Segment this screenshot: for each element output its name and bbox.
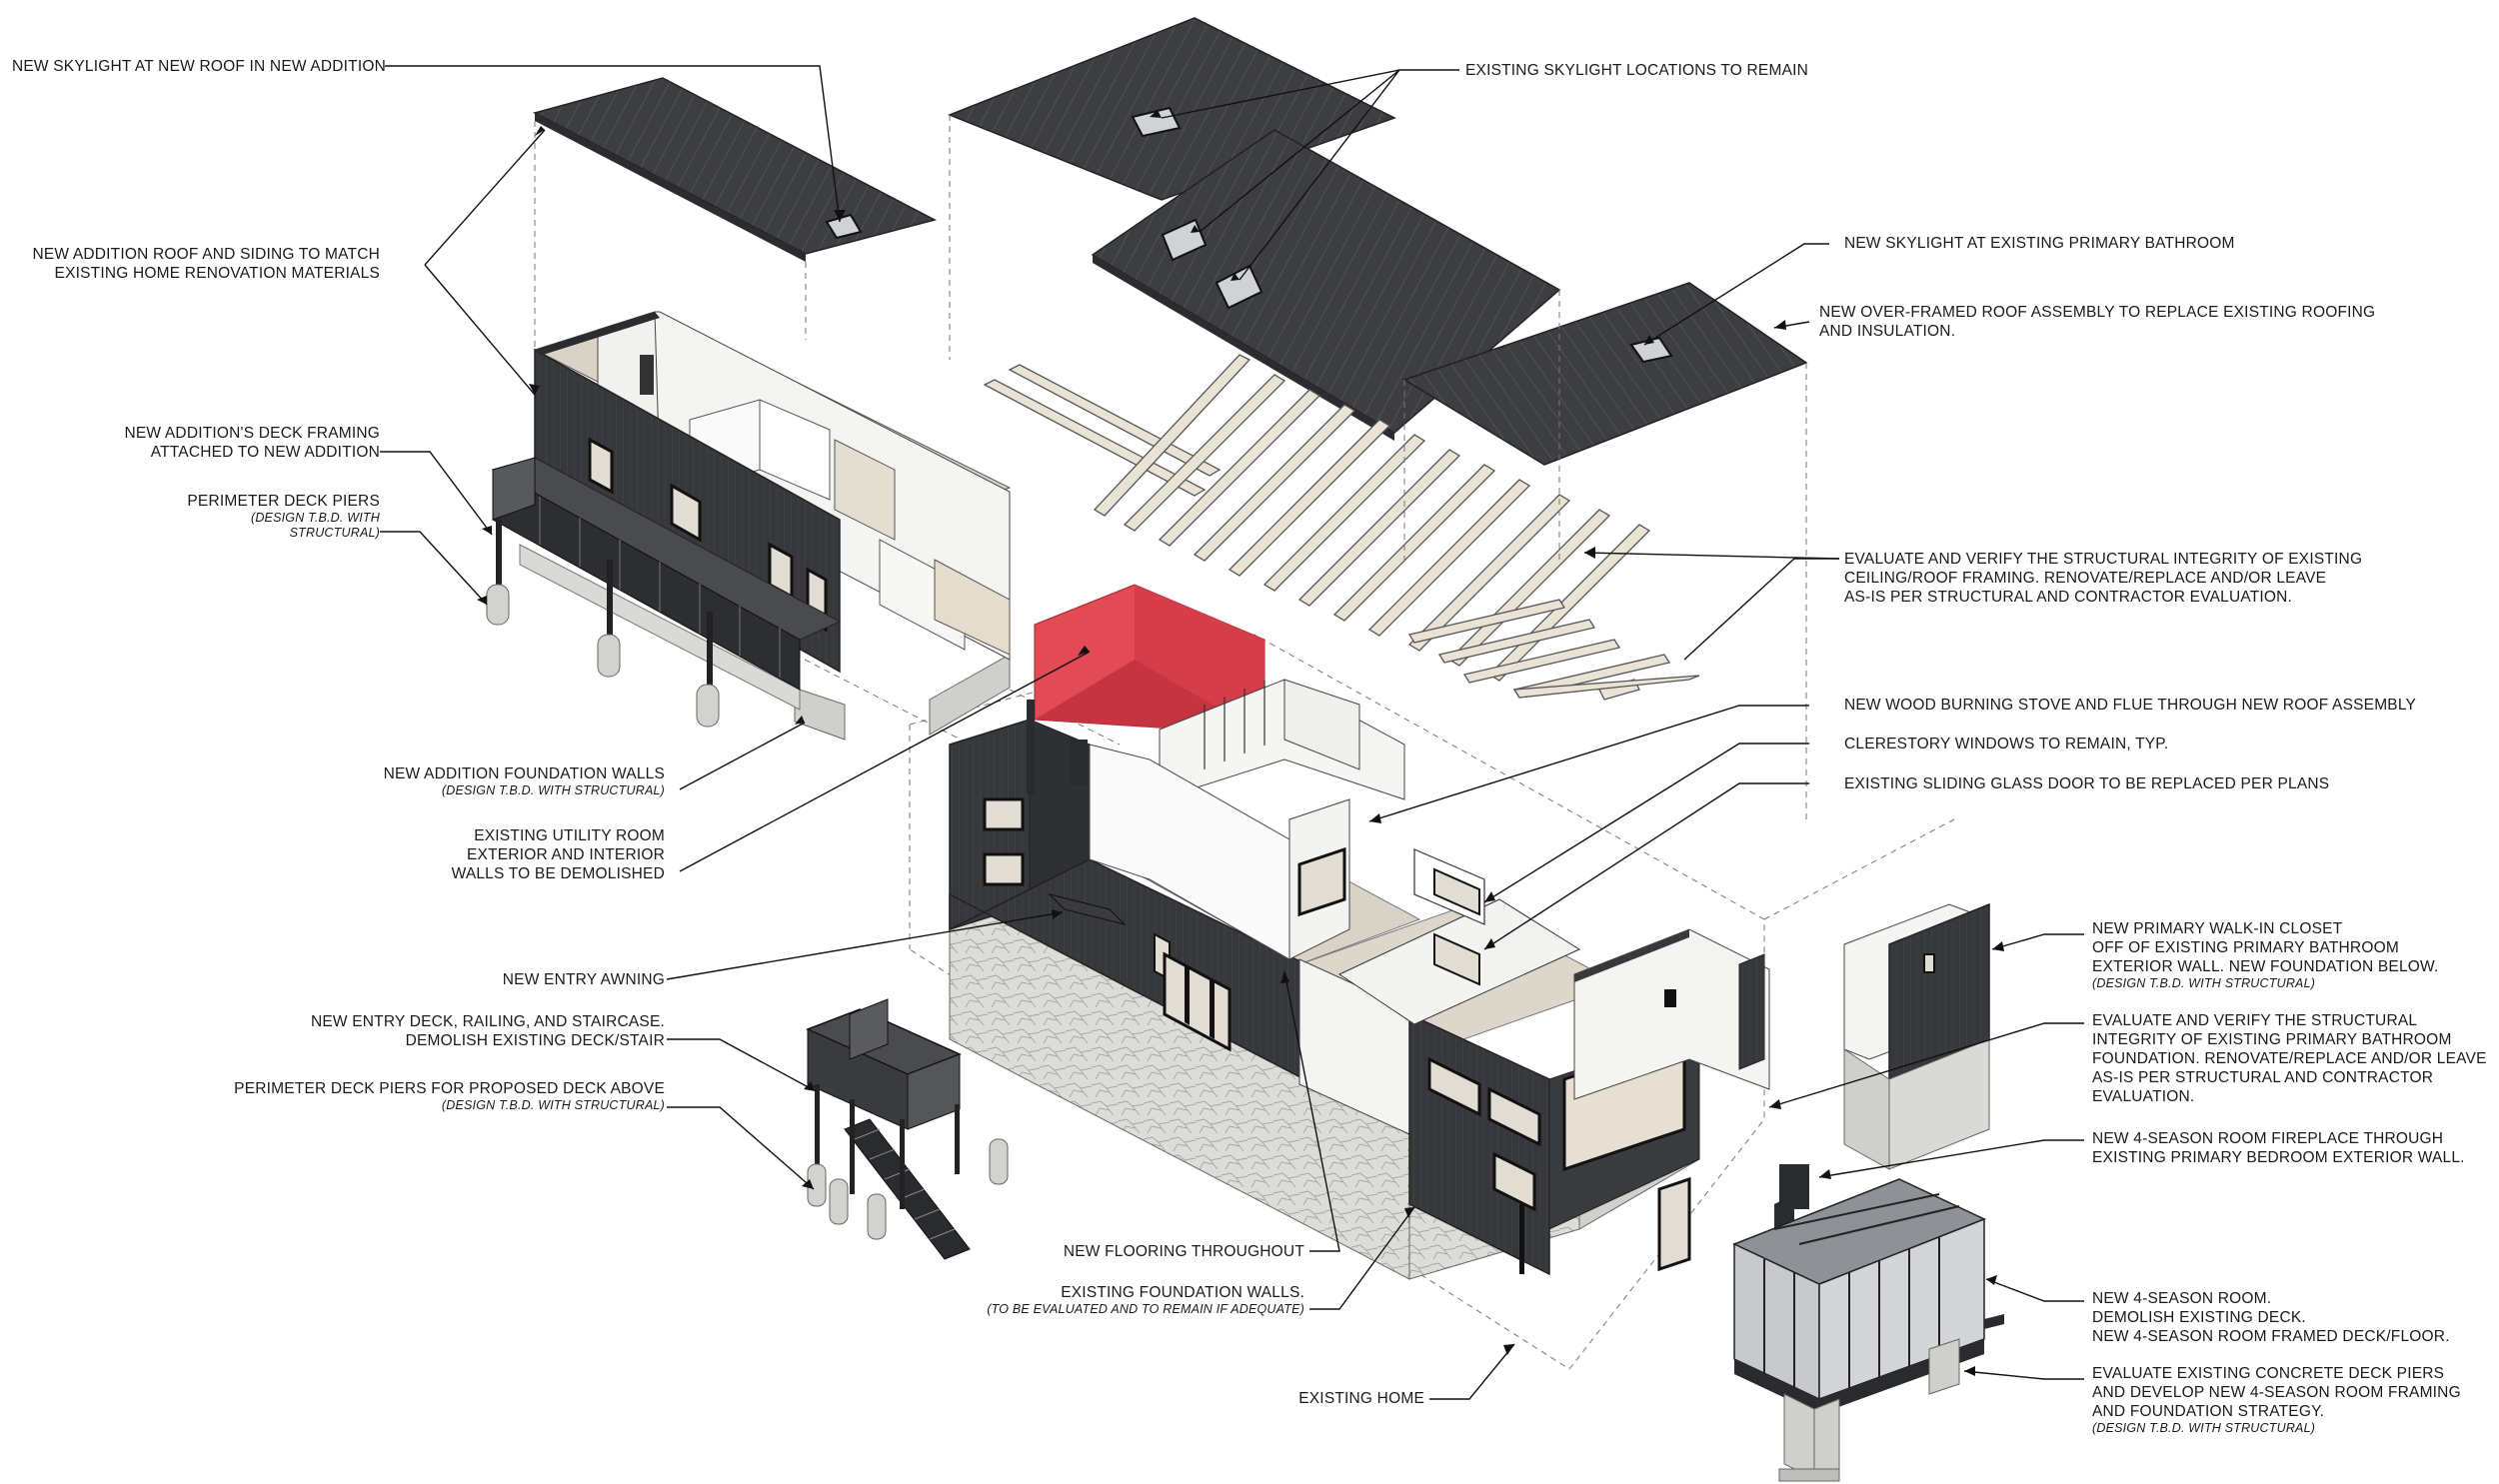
callout-text: AS-IS PER STRUCTURAL AND CONTRACTOR EVAL… [1844, 589, 2293, 606]
callout-walkin-closet: NEW PRIMARY WALK-IN CLOSET OFF OF EXISTI… [2092, 919, 2439, 991]
callout-entry-awning: NEW ENTRY AWNING [503, 970, 665, 989]
callout-text: OFF OF EXISTING PRIMARY BATHROOM [2092, 939, 2399, 956]
roof-framing-members [983, 354, 1700, 701]
new-addition-volume [486, 311, 1012, 741]
callout-overframed-roof: NEW OVER-FRAMED ROOF ASSEMBLY TO REPLACE… [1819, 303, 2375, 341]
callout-text: NEW 4-SEASON ROOM FIREPLACE THROUGH [2092, 1130, 2444, 1147]
callout-text: EVALUATION. [2092, 1088, 2195, 1105]
callout-text: AND DEVELOP NEW 4-SEASON ROOM FRAMING [2092, 1384, 2461, 1401]
callout-text: EVALUATE AND VERIFY THE STRUCTURAL [2092, 1012, 2418, 1029]
callout-addition-foundation: NEW ADDITION FOUNDATION WALLS (DESIGN T.… [384, 764, 665, 798]
callout-text: EXTERIOR AND INTERIOR [467, 846, 665, 863]
callout-sliding-door: EXISTING SLIDING GLASS DOOR TO BE REPLAC… [1844, 774, 2329, 793]
callout-proposed-deck-piers: PERIMETER DECK PIERS FOR PROPOSED DECK A… [234, 1079, 665, 1113]
callout-text: NEW FLOORING THROUGHOUT [1063, 1243, 1304, 1260]
callout-concrete-piers: EVALUATE EXISTING CONCRETE DECK PIERS AN… [2092, 1364, 2461, 1436]
skylight-icon [1215, 264, 1263, 310]
callout-text: AND INSULATION. [1819, 323, 1956, 340]
leader-lines [380, 65, 2084, 1400]
callout-ceiling-framing: EVALUATE AND VERIFY THE STRUCTURAL INTEG… [1844, 550, 2362, 607]
callout-text: CEILING/ROOF FRAMING. RENOVATE/REPLACE A… [1844, 570, 2327, 587]
callout-note: (DESIGN T.B.D. WITH STRUCTURAL) [441, 1098, 665, 1112]
callout-bathroom-foundation: EVALUATE AND VERIFY THE STRUCTURAL INTEG… [2092, 1011, 2487, 1106]
callout-text: NEW SKYLIGHT AT EXISTING PRIMARY BATHROO… [1844, 235, 2235, 252]
callout-foundation-walls: EXISTING FOUNDATION WALLS. (TO BE EVALUA… [987, 1283, 1304, 1317]
entry-deck-stair [806, 998, 1009, 1260]
callout-wood-stove: NEW WOOD BURNING STOVE AND FLUE THROUGH … [1844, 696, 2416, 715]
callout-fireplace: NEW 4-SEASON ROOM FIREPLACE THROUGH EXIS… [2092, 1129, 2465, 1167]
callout-four-season-room: NEW 4-SEASON ROOM. DEMOLISH EXISTING DEC… [2092, 1289, 2450, 1346]
bathroom-roof [1402, 282, 1808, 466]
callout-existing-home: EXISTING HOME [1298, 1389, 1424, 1408]
callout-note: (DESIGN T.B.D. WITH [250, 511, 380, 525]
existing-home-volume [949, 584, 1770, 1280]
callout-addition-deck-framing: NEW ADDITION'S DECK FRAMING ATTACHED TO … [124, 424, 380, 462]
callout-flooring: NEW FLOORING THROUGHOUT [1064, 1242, 1304, 1261]
callout-text: NEW ENTRY DECK, RAILING, AND STAIRCASE. [310, 1013, 665, 1030]
callout-text: NEW ENTRY AWNING [502, 971, 665, 988]
callout-text: EXISTING FOUNDATION WALLS. [1061, 1284, 1304, 1301]
callout-text: DEMOLISH EXISTING DECK/STAIR [405, 1032, 665, 1049]
callout-skylight-new-roof: NEW SKYLIGHT AT NEW ROOF IN NEW ADDITION [12, 57, 386, 76]
callout-note: STRUCTURAL) [289, 526, 380, 540]
callout-text: NEW WOOD BURNING STOVE AND FLUE THROUGH … [1844, 697, 2417, 714]
callout-text: EXISTING SKYLIGHT LOCATIONS TO REMAIN [1465, 62, 1809, 79]
callout-text: CLERESTORY WINDOWS TO REMAIN, TYP. [1844, 736, 2169, 752]
callout-text: EXTERIOR WALL. NEW FOUNDATION BELOW. [2092, 958, 2439, 975]
callout-text: ATTACHED TO NEW ADDITION [150, 444, 380, 461]
callout-utility-room: EXISTING UTILITY ROOM EXTERIOR AND INTER… [452, 826, 665, 883]
four-season-room [1732, 1164, 2004, 1482]
callout-text: EXISTING HOME RENOVATION MATERIALS [54, 265, 380, 282]
callout-note: (TO BE EVALUATED AND TO REMAIN IF ADEQUA… [987, 1302, 1304, 1316]
callout-perimeter-deck-piers: PERIMETER DECK PIERS (DESIGN T.B.D. WITH… [187, 492, 380, 541]
callout-text: AND FOUNDATION STRATEGY. [2092, 1403, 2325, 1420]
window-icon [983, 852, 1025, 886]
callout-text: NEW ADDITION'S DECK FRAMING [124, 425, 380, 442]
skylight-icon [825, 213, 863, 240]
callout-text: FOUNDATION. RENOVATE/REPLACE AND/OR LEAV… [2092, 1050, 2487, 1067]
callout-existing-skylights: EXISTING SKYLIGHT LOCATIONS TO REMAIN [1465, 61, 1808, 80]
callout-text: INTEGRITY OF EXISTING PRIMARY BATHROOM [2092, 1031, 2452, 1048]
walk-in-closet [1843, 902, 1990, 1170]
new-addition-roof [532, 77, 938, 262]
callout-text: NEW 4-SEASON ROOM. [2092, 1290, 2272, 1307]
callout-text: NEW SKYLIGHT AT NEW ROOF IN NEW ADDITION [12, 58, 387, 75]
callout-clerestory: CLERESTORY WINDOWS TO REMAIN, TYP. [1844, 735, 2168, 753]
callout-text: NEW OVER-FRAMED ROOF ASSEMBLY TO REPLACE… [1819, 304, 2376, 321]
callout-text: PERIMETER DECK PIERS [187, 493, 380, 510]
callout-text: EVALUATE EXISTING CONCRETE DECK PIERS [2092, 1365, 2445, 1382]
callout-text: NEW ADDITION ROOF AND SIDING TO MATCH [32, 246, 380, 263]
callout-text: DEMOLISH EXISTING DECK. [2092, 1309, 2306, 1326]
callout-text: EXISTING SLIDING GLASS DOOR TO BE REPLAC… [1844, 775, 2330, 792]
existing-main-roof [947, 17, 1561, 441]
callout-text: EXISTING UTILITY ROOM [474, 827, 665, 844]
callout-skylight-bathroom: NEW SKYLIGHT AT EXISTING PRIMARY BATHROO… [1844, 234, 2235, 253]
callout-note: (DESIGN T.B.D. WITH STRUCTURAL) [2092, 1421, 2316, 1435]
callout-text: NEW 4-SEASON ROOM FRAMED DECK/FLOOR. [2092, 1328, 2450, 1345]
callout-text: EVALUATE AND VERIFY THE STRUCTURAL INTEG… [1844, 551, 2363, 568]
leader-arrowheads [477, 110, 2004, 1376]
callout-note: (DESIGN T.B.D. WITH STRUCTURAL) [2092, 976, 2316, 990]
callout-text: EXISTING HOME [1298, 1390, 1424, 1407]
callout-text: AS-IS PER STRUCTURAL AND CONTRACTOR [2092, 1069, 2434, 1086]
callout-addition-roof-siding: NEW ADDITION ROOF AND SIDING TO MATCH EX… [32, 245, 380, 283]
window-icon [983, 797, 1025, 831]
callout-text: NEW PRIMARY WALK-IN CLOSET [2092, 920, 2343, 937]
callout-text: PERIMETER DECK PIERS FOR PROPOSED DECK A… [234, 1080, 665, 1097]
window-icon [640, 355, 654, 395]
callout-note: (DESIGN T.B.D. WITH STRUCTURAL) [441, 783, 665, 797]
callout-text: NEW ADDITION FOUNDATION WALLS [383, 765, 665, 782]
callout-entry-deck: NEW ENTRY DECK, RAILING, AND STAIRCASE. … [311, 1012, 665, 1050]
callout-text: WALLS TO BE DEMOLISHED [451, 865, 665, 882]
callout-text: EXISTING PRIMARY BEDROOM EXTERIOR WALL. [2092, 1149, 2465, 1166]
